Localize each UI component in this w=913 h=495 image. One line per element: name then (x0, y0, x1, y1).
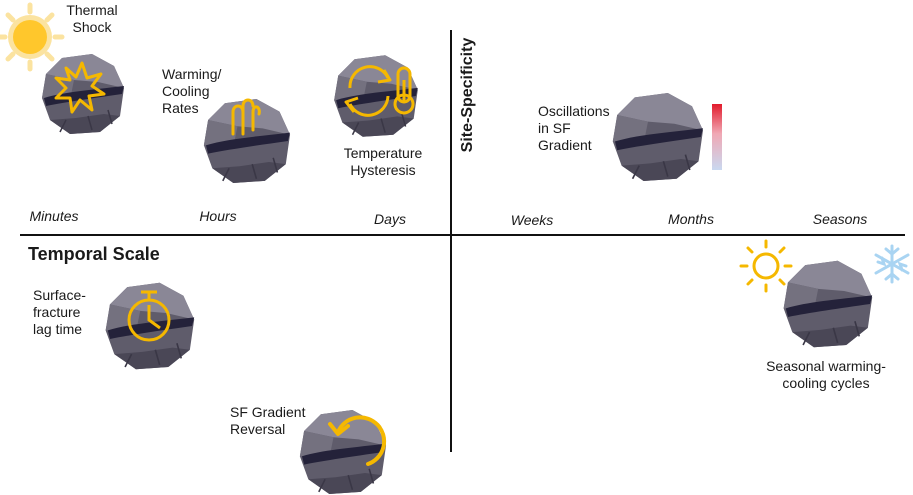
outline-sun-icon (739, 239, 793, 293)
tick-label: Days (374, 211, 406, 227)
spatial-axis-title: Site-Specificity (459, 37, 476, 153)
thermometer-cycle-icon (344, 65, 415, 117)
stopwatch-icon (127, 290, 171, 342)
tick-label: Hours (199, 208, 237, 224)
tick-label: Weeks (510, 212, 554, 228)
process-label-thermal-shock: Thermal Shock (66, 2, 118, 35)
process-label-oscillations: Oscillations in SF Gradient (538, 103, 610, 153)
process-label-seasonal: Seasonal warming-cooling cycles (766, 358, 886, 391)
reverse-arrow-icon (328, 415, 387, 466)
process-label-lag-time: Surface-fracture lag time (33, 287, 86, 337)
tick-label: Seasons (812, 211, 868, 227)
heat-waves-icon (231, 98, 261, 136)
snowflake-icon (874, 244, 910, 284)
gradient-bar-icon (712, 104, 722, 170)
sun-icon (0, 2, 65, 72)
process-label-reversal: SF Gradient Reversal (230, 404, 306, 437)
process-label-warming-cooling: Warming/ Cooling Rates (162, 66, 222, 116)
tick-label: Minutes (29, 208, 79, 224)
burst-icon (54, 61, 106, 114)
rock-oscillations (611, 92, 704, 182)
temporal-axis-title: Temporal Scale (28, 244, 160, 264)
process-label-hysteresis: Temperature Hysteresis (343, 145, 423, 178)
rock-seasonal (782, 259, 874, 349)
tick-label: Months (668, 211, 714, 227)
